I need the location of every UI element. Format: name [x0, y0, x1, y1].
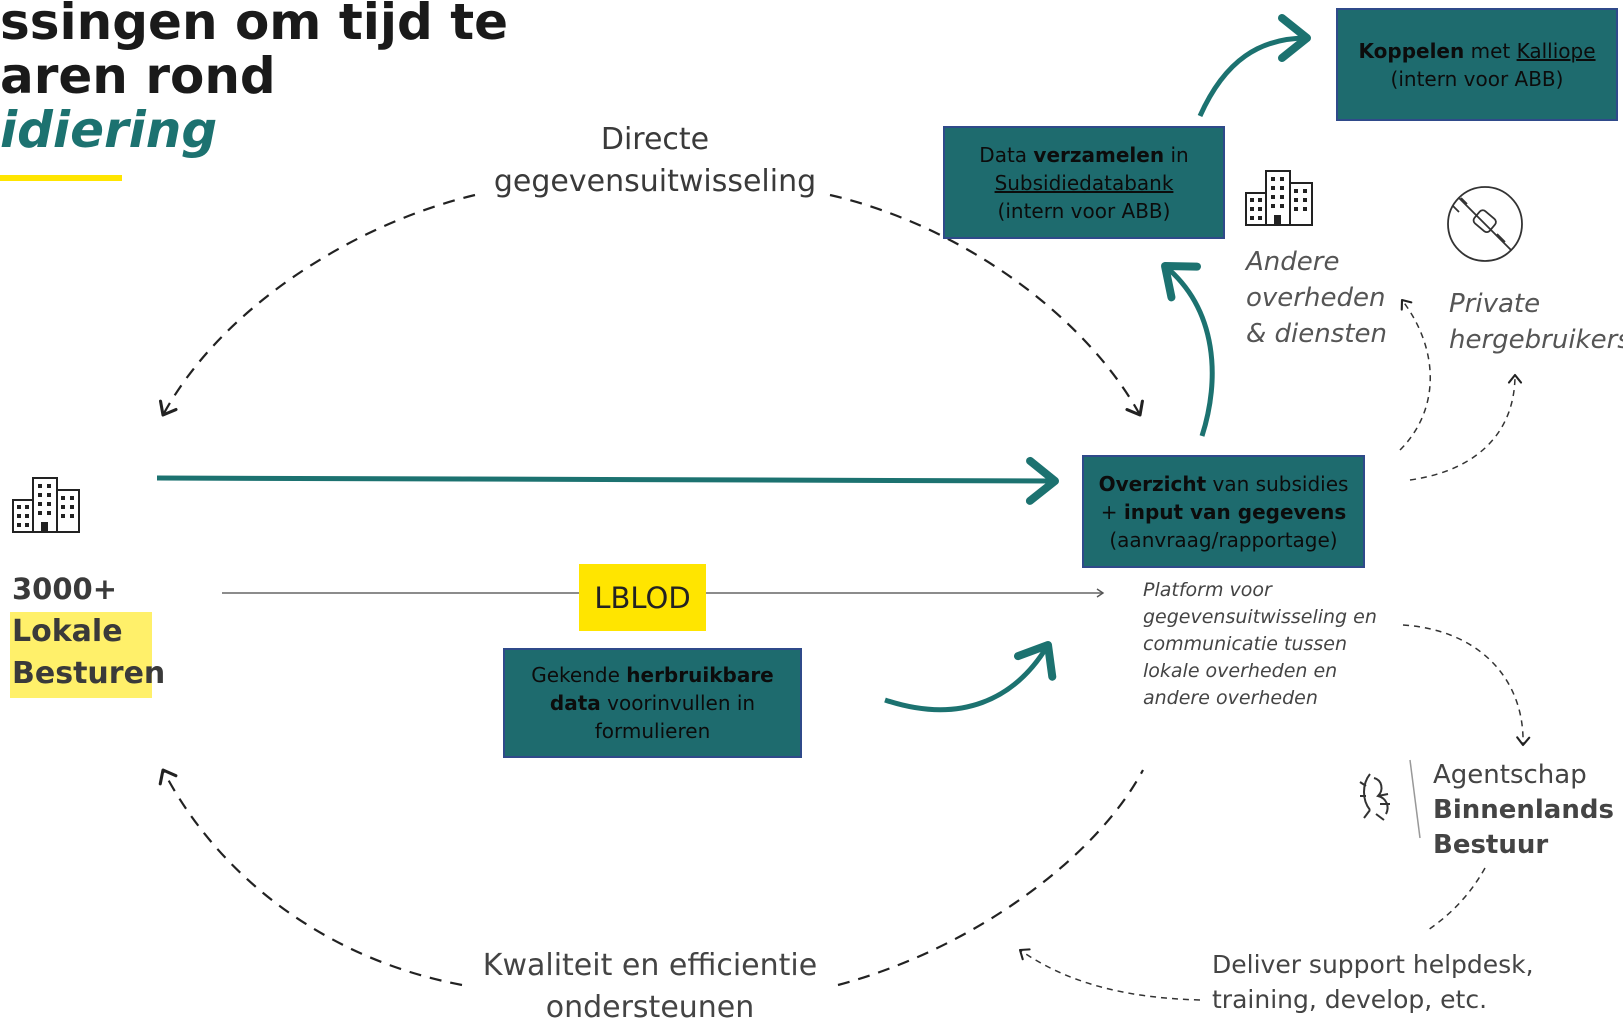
- andere-buildings-icon: [1245, 170, 1313, 226]
- overzicht-box: Overzicht van subsidies + input van gege…: [1082, 455, 1365, 568]
- private-line1: Private: [1449, 289, 1541, 319]
- overzicht-bold2: input van gegevens: [1123, 499, 1347, 524]
- platform-line1: Platform voor: [1143, 579, 1272, 601]
- gekende-text2: voorinvullen in: [600, 691, 756, 715]
- gekende-to-platform-arrow: [884, 641, 1057, 713]
- agentschap-line1: Agentschap: [1433, 760, 1587, 790]
- overzicht-text1: van subsidies: [1206, 471, 1349, 496]
- buildings-icon: [12, 477, 80, 533]
- support-label: Deliver support helpdesk, training, deve…: [1212, 947, 1534, 1017]
- main-teal-arrow: [156, 456, 1059, 505]
- bottom-dashed-arc-left: [158, 768, 463, 987]
- agentschap-label: Agentschap Binnenlands Bestuur: [1433, 758, 1614, 863]
- title-underline: [0, 175, 122, 181]
- data-line3: (intern voor ABB): [997, 198, 1171, 223]
- arc-bottom-label-line1: Kwaliteit en efficientie: [482, 948, 818, 983]
- gekende-bold2: data: [549, 691, 601, 715]
- overzicht-to-data-arrow: [1161, 262, 1215, 437]
- gekende-bold1: herbruikbare: [626, 663, 774, 687]
- local-line2: Besturen: [12, 656, 166, 691]
- koppelen-box: Koppelen met Kalliope (intern voor ABB): [1336, 8, 1618, 121]
- platform-line3: communicatie tussen: [1143, 633, 1348, 655]
- title-line-1: ssingen om tijd te: [0, 0, 509, 51]
- dashed-platform-to-agentschap: [1402, 624, 1531, 747]
- gekende-box: Gekende herbruikbare data voorinvullen i…: [503, 648, 802, 758]
- local-highlight: [10, 612, 152, 698]
- overzicht-bold: Overzicht: [1098, 471, 1207, 496]
- agentschap-divider: [1409, 759, 1421, 839]
- agentschap-line2: Binnenlands: [1433, 795, 1614, 825]
- top-dashed-arc-left: [158, 193, 476, 417]
- top-dashed-arc-right: [829, 193, 1144, 417]
- plug-icon: [1447, 186, 1523, 262]
- data-verzamelen-box: Data verzamelen in Subsidiedatabank (int…: [943, 126, 1225, 239]
- data-bold: verzamelen: [1033, 142, 1165, 167]
- private-label: Private hergebruikers: [1449, 286, 1623, 358]
- koppelen-line2: (intern voor ABB): [1390, 66, 1564, 91]
- title-line-2: aren rond: [0, 47, 276, 105]
- arc-bottom-label-line2: ondersteunen: [545, 990, 755, 1025]
- support-line1: Deliver support helpdesk,: [1212, 950, 1534, 979]
- data-text1b: in: [1164, 142, 1189, 167]
- local-count: 3000+: [12, 572, 118, 606]
- andere-line3: & diensten: [1246, 319, 1387, 349]
- platform-line4: lokale overheden en: [1143, 660, 1338, 682]
- koppelen-text: met: [1464, 38, 1517, 63]
- local-line1: Lokale: [12, 614, 123, 649]
- overzicht-line3: (aanvraag/rapportage): [1109, 527, 1338, 552]
- subsidiedatabank-link[interactable]: Subsidiedatabank: [994, 170, 1174, 195]
- title-line-3: idiering: [0, 101, 218, 159]
- arc-top-label-line2: gegevensuitwisseling: [493, 164, 817, 199]
- data-text1: Data: [979, 142, 1034, 167]
- andere-label: Andere overheden & diensten: [1246, 244, 1387, 352]
- gekende-text1: Gekende: [531, 663, 627, 687]
- bottom-dashed-arc-right: [837, 769, 1144, 987]
- lblod-badge: LBLOD: [579, 564, 706, 631]
- koppelen-bold: Koppelen: [1358, 38, 1465, 63]
- arc-top-label-line1: Directe: [600, 122, 710, 157]
- dashed-agentschap-to-support: [1427, 867, 1486, 931]
- platform-line5: andere overheden: [1143, 687, 1318, 709]
- dashed-to-andere: [1399, 298, 1431, 451]
- platform-line2: gegevensuitwisseling en: [1143, 606, 1377, 628]
- andere-line1: Andere: [1246, 247, 1340, 277]
- gekende-line3: formulieren: [594, 719, 711, 743]
- flemish-lion-icon: [1359, 773, 1390, 821]
- overzicht-text2a: +: [1100, 499, 1124, 524]
- agentschap-line3: Bestuur: [1433, 830, 1549, 860]
- kalliope-link[interactable]: Kalliope: [1516, 38, 1596, 63]
- andere-line2: overheden: [1246, 283, 1386, 313]
- support-line2: training, develop, etc.: [1212, 985, 1488, 1014]
- platform-description: Platform voor gegevensuitwisseling en co…: [1143, 577, 1377, 712]
- dashed-support-to-platform: [1018, 948, 1201, 1001]
- private-line2: hergebruikers: [1449, 325, 1623, 355]
- dashed-to-private: [1409, 373, 1523, 481]
- data-to-koppelen-arrow: [1197, 14, 1311, 118]
